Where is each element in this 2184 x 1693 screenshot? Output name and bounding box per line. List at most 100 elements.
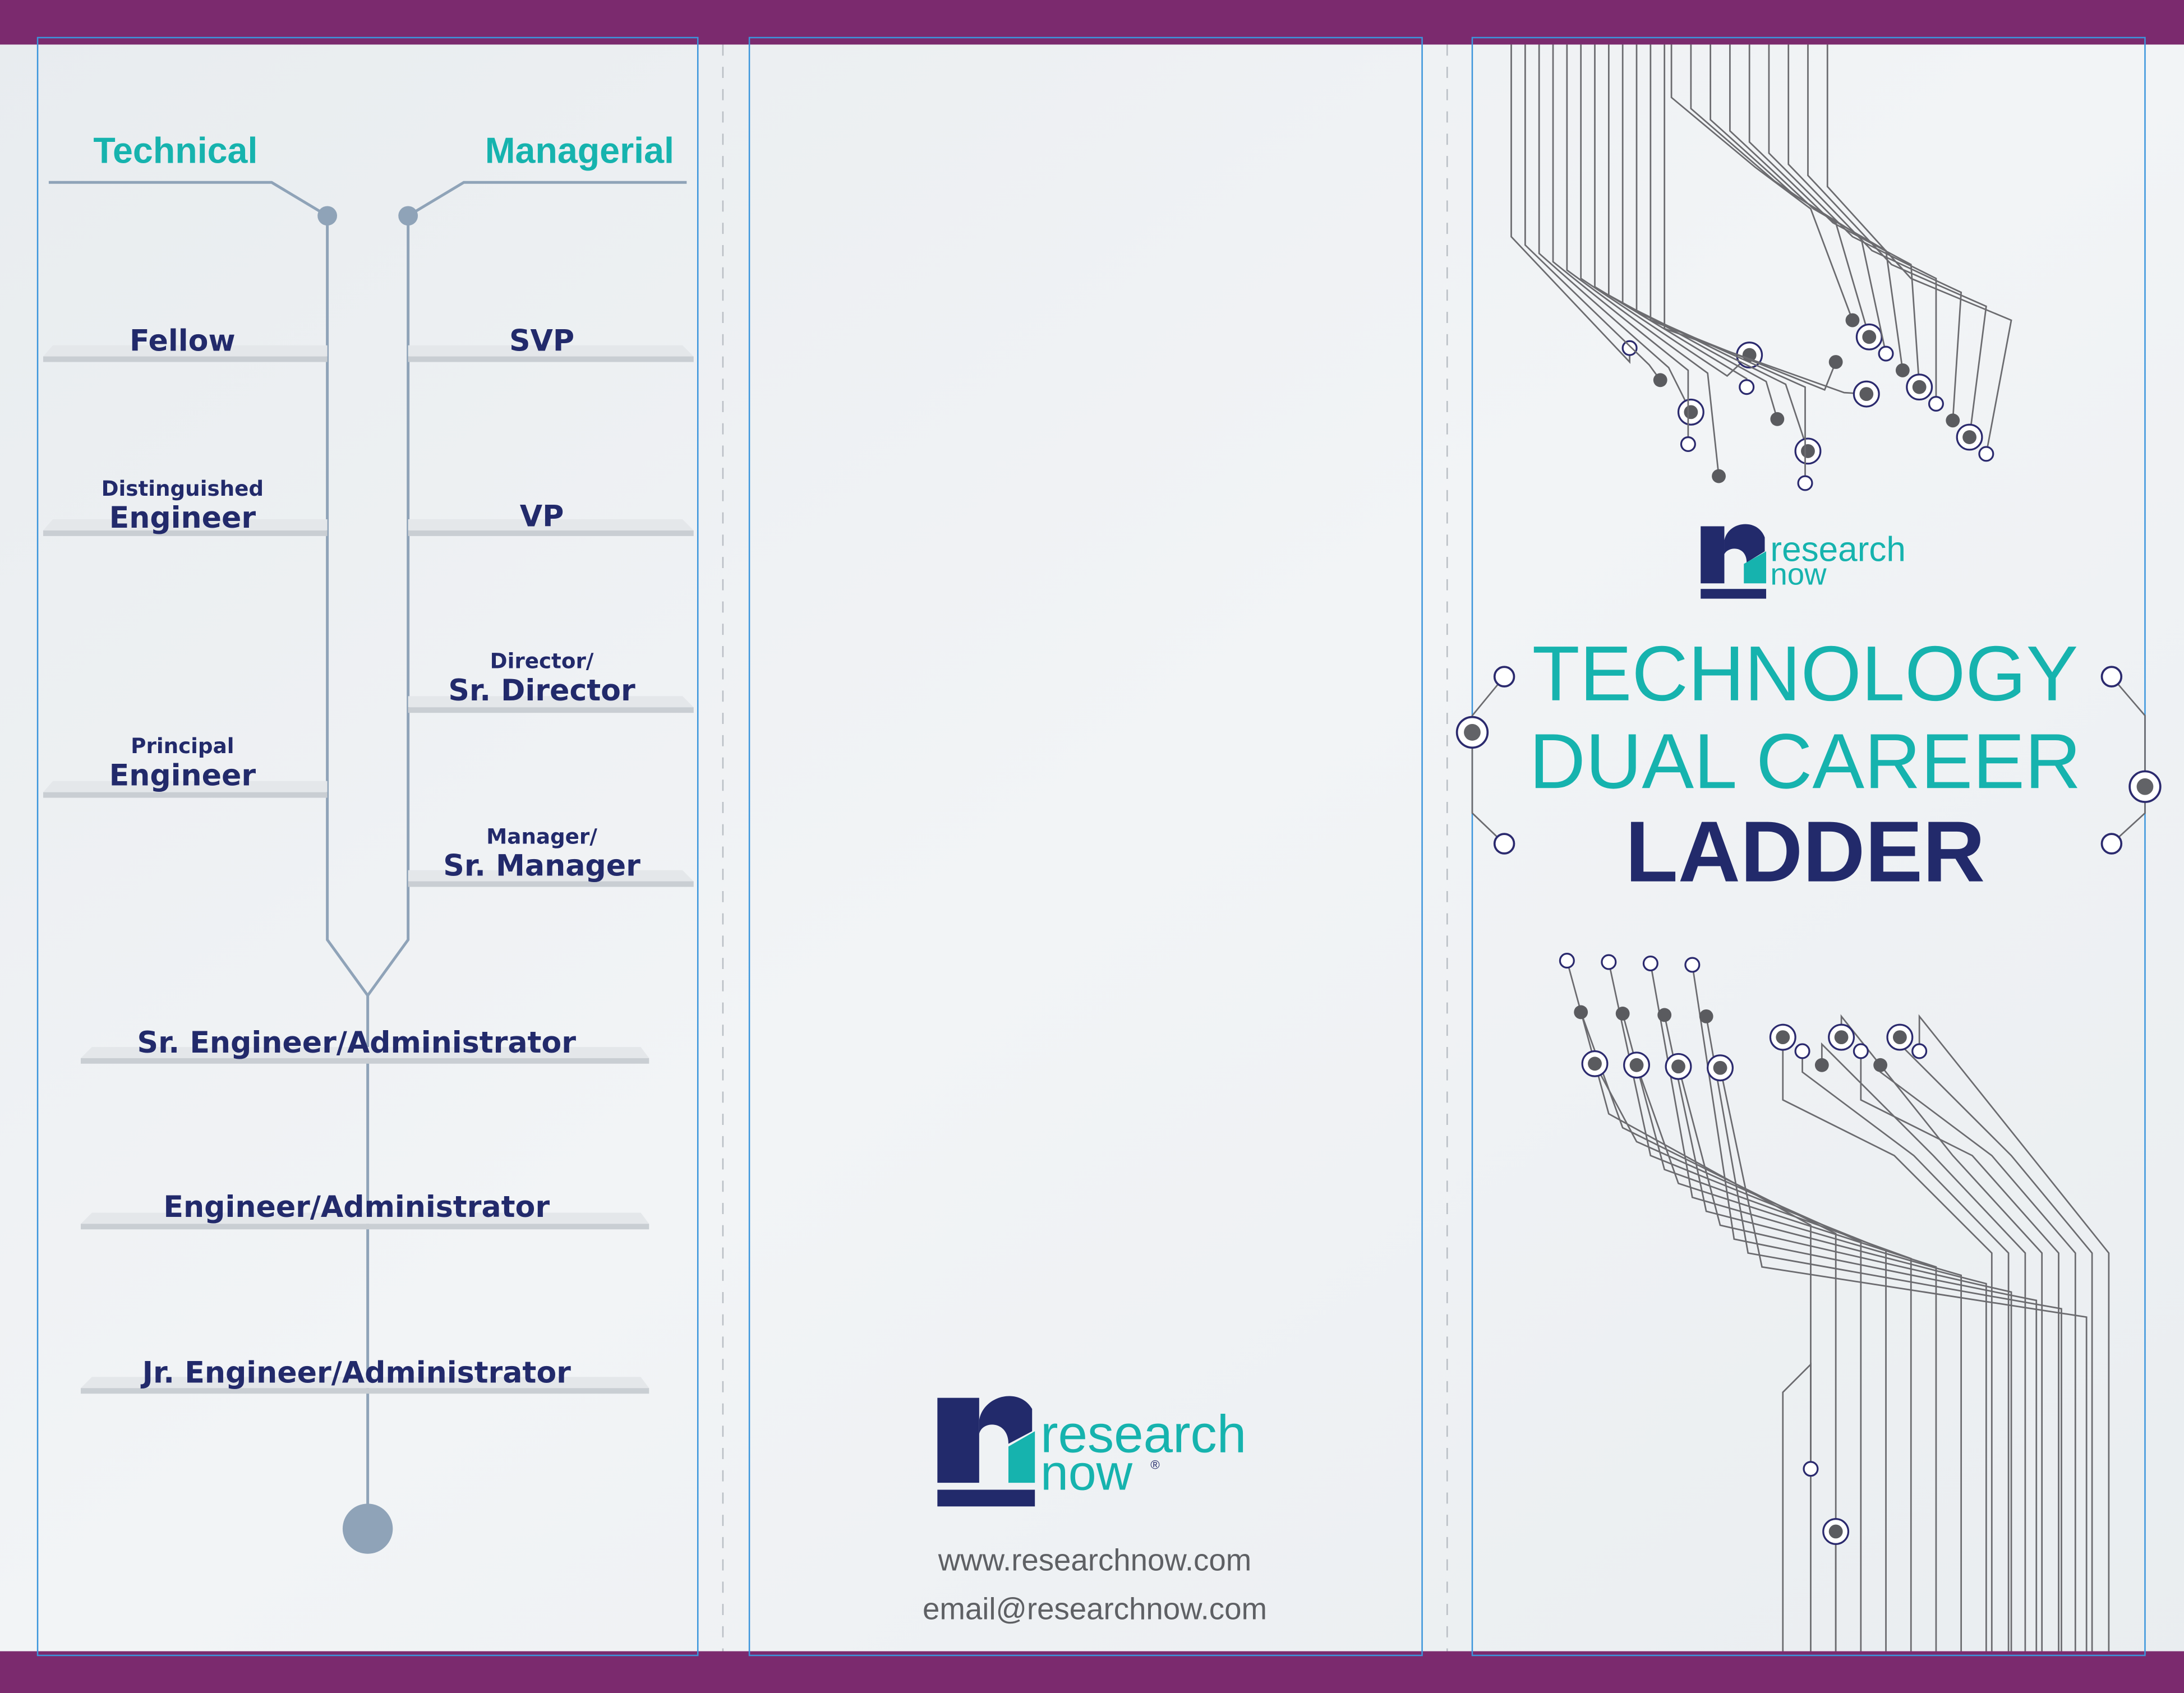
circuit-pad-open [1559, 953, 1575, 969]
circuit-pad-core [1962, 430, 1976, 444]
managerial-node [398, 206, 418, 226]
circuit-trace [1538, 44, 1692, 413]
circuit-trace [1524, 44, 1661, 381]
circuit-pad-core [1859, 387, 1874, 402]
circuit-pad-core [1862, 330, 1877, 344]
circuit-pad-core [1828, 1524, 1843, 1539]
level-sr-director: Sr. Director [448, 674, 635, 708]
circuit-pad-open [1621, 340, 1638, 356]
circuit-graphic-bottom [1559, 953, 2110, 1652]
circuit-trace [1621, 44, 1809, 451]
circuit-trace [1649, 963, 1962, 1652]
level-manager-small: Manager/ [486, 824, 597, 849]
circuit-pad-filled [1657, 1008, 1672, 1022]
circuit-pad-core [1892, 1030, 1907, 1045]
circuit-trace [1782, 1362, 1812, 1652]
circuit-trace [1664, 1014, 1987, 1652]
level-sr-engineer: Sr. Engineer/Administrator [137, 1026, 577, 1060]
circuit-pad-filled [1574, 1005, 1588, 1020]
circuit-pad-open [1601, 954, 1617, 970]
circuit-pad-filled [1653, 373, 1667, 388]
circuit-trace [1670, 44, 1854, 321]
shelves [43, 345, 694, 1394]
logo-research: research [1040, 1404, 1246, 1463]
level-fellow: Fellow [130, 325, 236, 358]
circuit-pad-core [1684, 405, 1698, 419]
circuit-trace [1840, 1014, 2043, 1652]
title-technology: TECHNOLOGY [1532, 630, 2079, 717]
circuit-pad-open [1684, 957, 1701, 973]
circuit-pad-core [1776, 1030, 1790, 1045]
level-vp: VP [520, 500, 564, 533]
circuit-graphic-top [1510, 44, 2012, 491]
circuit-trace [1552, 44, 1689, 444]
registered-mark: ® [1150, 1457, 1160, 1471]
circuit-trace [1678, 1066, 2012, 1652]
circuit-trace [1710, 44, 1887, 354]
circuit-pad-open [1853, 1043, 1869, 1059]
circuit-pad-open [1878, 345, 1894, 362]
circuit-pad-filled [1699, 1009, 1713, 1023]
technical-heading: Technical [93, 130, 257, 170]
circuit-pad-open [1739, 379, 1755, 395]
circuit-pad-core [1671, 1059, 1685, 1074]
back-panel: research now ® www.researchnow.com email… [923, 1396, 1267, 1626]
technical-node [317, 206, 337, 226]
circuit-trace [1821, 1042, 2026, 1652]
circuit-pad-open [1680, 436, 1696, 453]
circuit-trace [1787, 44, 1962, 421]
level-director-small: Director/ [490, 649, 594, 673]
circuit-pad-core [1588, 1057, 1602, 1071]
bottom-band [0, 1651, 2184, 1693]
cover-logo-now: now [1770, 557, 1827, 592]
circuit-trace [1635, 1064, 1937, 1652]
level-svp: SVP [509, 325, 574, 358]
logo-now: now [1040, 1445, 1132, 1501]
cover-panel: research now TECHNOLOGY DUAL CAREER LADD… [1455, 44, 2162, 1652]
circuit-pad-filled [1770, 412, 1785, 426]
circuit-pad-open [1803, 1461, 1819, 1477]
ladder-base-node [342, 1503, 393, 1554]
circuit-pad-open [1642, 956, 1658, 972]
website-link[interactable]: www.researchnow.com [938, 1543, 1252, 1577]
circuit-trace [1705, 1016, 2062, 1652]
cover-logo: research now [1701, 524, 1906, 599]
circuit-trace [1918, 1014, 2110, 1652]
circuit-pad-open [1911, 1043, 1928, 1059]
panel-guides [36, 36, 2146, 1657]
circuit-pad-core [1713, 1060, 1727, 1075]
level-principal-small: Principal [131, 734, 234, 758]
circuit-trace [1621, 1013, 1912, 1652]
circuit-trace [1719, 1067, 2088, 1652]
circuit-pad-filled [1828, 355, 1843, 369]
circuit-trace [1748, 44, 1920, 388]
circuit-pad-core [1912, 380, 1927, 394]
circuit-pad-open [1978, 446, 1994, 462]
level-sr-manager: Sr. Manager [443, 850, 641, 883]
circuit-trace [1692, 965, 2038, 1652]
circuit-pad-filled [1814, 1058, 1829, 1072]
cover-logo-research: research [1770, 530, 1906, 569]
career-ladder: Technical Managerial Fellow Distinguishe… [43, 130, 694, 1554]
circuit-trace [1807, 44, 1987, 437]
circuit-pad-filled [1615, 1007, 1630, 1021]
level-distinguished-small: Distinguished [102, 476, 264, 501]
circuit-pad-core [1801, 444, 1815, 458]
circuit-pad-filled [1873, 1058, 1888, 1072]
circuit-trace [1690, 44, 1870, 338]
circuit-trace [1566, 44, 1720, 477]
level-jr-engineer: Jr. Engineer/Administrator [141, 1356, 572, 1390]
circuit-pad-filled [1845, 313, 1860, 327]
circuit-trace [1860, 1051, 2059, 1652]
circuit-trace [1801, 1051, 2010, 1652]
circuit-trace [1768, 44, 1937, 404]
email-link[interactable]: email@researchnow.com [923, 1591, 1267, 1626]
level-distinguished-engineer: Engineer [109, 501, 256, 535]
circuit-pad-filled [1946, 413, 1960, 428]
level-engineer: Engineer/Administrator [163, 1191, 550, 1224]
circuit-trace [1826, 44, 2012, 454]
research-now-logo: research now ® [937, 1396, 1246, 1507]
circuit-trace [1782, 1037, 1993, 1652]
title-bracket-decor [1455, 666, 2162, 855]
